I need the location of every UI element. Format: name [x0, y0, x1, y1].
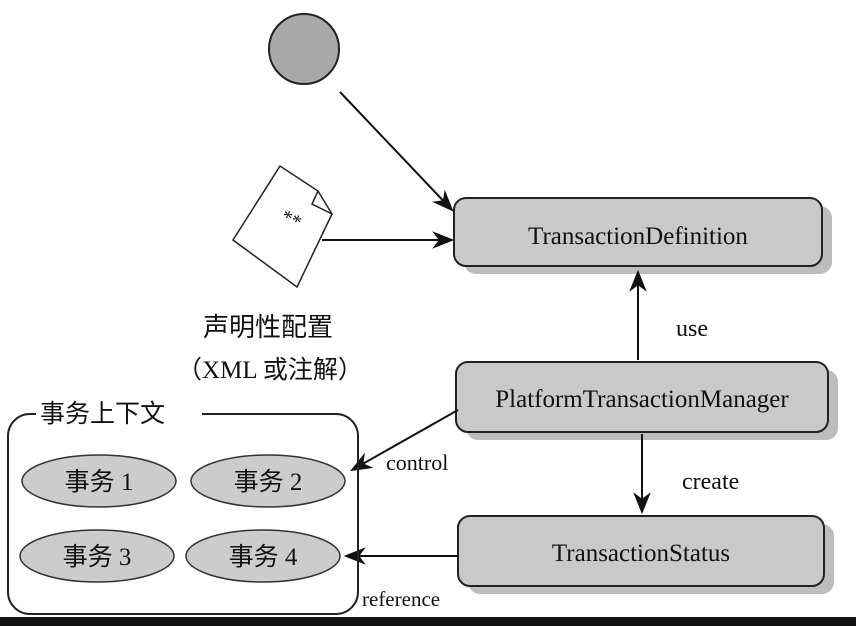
declarative-config-label: 声明性配置: [203, 313, 333, 342]
transaction-3-label: 事务 3: [63, 543, 132, 571]
transaction-2-label: 事务 2: [234, 468, 303, 496]
transaction-3: [19, 529, 175, 583]
reference-label: reference: [362, 587, 440, 611]
transaction-context-box: [7, 413, 359, 615]
transaction-1-label: 事务 1: [65, 468, 134, 496]
transaction-1: [21, 454, 177, 508]
transaction-2: [190, 454, 346, 508]
use-label: use: [676, 316, 708, 342]
declarative-config-sublabel: （XML 或注解）: [177, 356, 363, 384]
transaction-context-title: 事务上下文: [40, 400, 165, 428]
transaction-status-node: [457, 515, 825, 587]
circle-to-definition-arrow: [339, 91, 454, 212]
create-label: create: [682, 469, 739, 495]
platform-transaction-manager-label: PlatformTransactionManager: [495, 386, 789, 413]
platform-transaction-manager-node: [455, 361, 829, 433]
transaction-definition-label: TransactionDefinition: [528, 223, 748, 250]
transaction-4-label: 事务 4: [229, 543, 298, 571]
control-arrow: [350, 409, 459, 472]
control-label: control: [386, 450, 448, 475]
bottom-border: [0, 617, 856, 626]
source-circle: [268, 13, 340, 85]
transaction-status-label: TransactionStatus: [552, 540, 730, 567]
document-icon: **: [231, 164, 333, 289]
transaction-4: [185, 529, 341, 583]
